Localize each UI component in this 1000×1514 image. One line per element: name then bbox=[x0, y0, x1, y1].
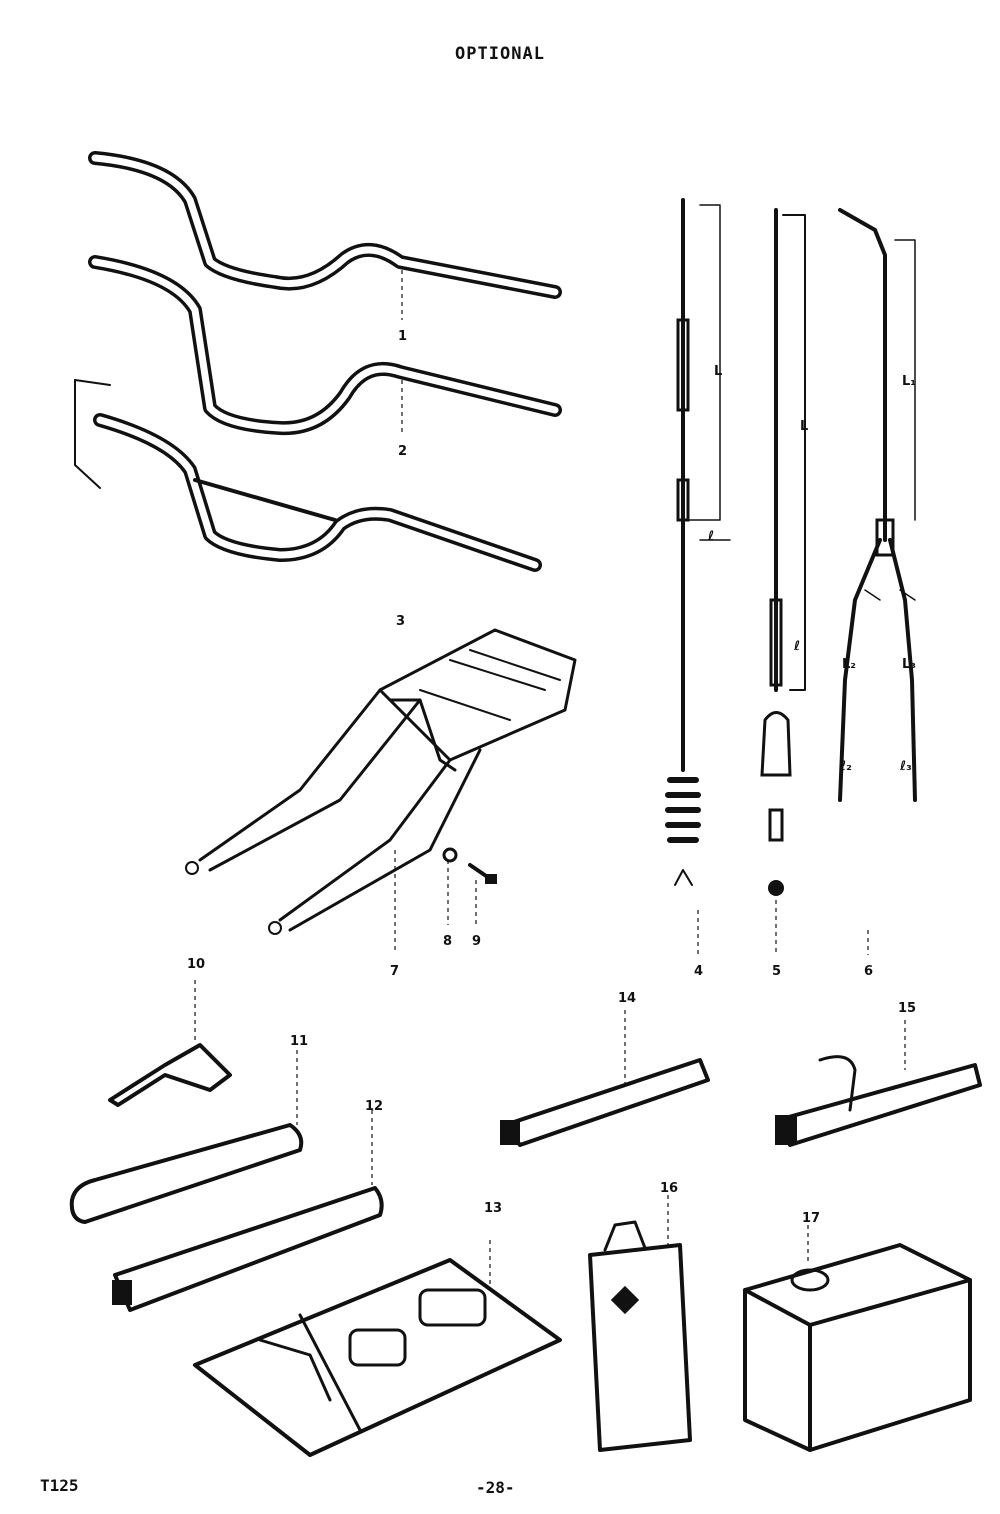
cable-4 bbox=[665, 198, 731, 886]
ref-17: 17 bbox=[802, 1211, 820, 1226]
luggage-carrier bbox=[185, 628, 577, 935]
ref-7: 7 bbox=[390, 964, 399, 979]
ref-2: 2 bbox=[398, 444, 407, 459]
cable-4-length-label: L bbox=[714, 364, 722, 379]
cable-5 bbox=[760, 208, 806, 896]
bolt bbox=[468, 863, 497, 884]
tool-kit bbox=[193, 1258, 562, 1457]
oil-can bbox=[588, 1220, 692, 1452]
t-wrench bbox=[108, 1043, 232, 1107]
tire-pump bbox=[112, 1186, 384, 1312]
cable-6-branch-b-label: L₃ bbox=[902, 657, 916, 672]
ref-11: 11 bbox=[290, 1034, 308, 1049]
ref-15: 15 bbox=[898, 1001, 916, 1016]
throttle-grip-15 bbox=[775, 1055, 982, 1147]
washer bbox=[442, 847, 458, 863]
ref-14: 14 bbox=[618, 991, 636, 1006]
ref-13: 13 bbox=[484, 1201, 502, 1216]
cable-6-branch-a-label: L₂ bbox=[842, 657, 856, 672]
ref-4: 4 bbox=[694, 964, 703, 979]
cable-5-end-label: ℓ bbox=[793, 639, 800, 654]
cable-4-end-label: ℓ bbox=[707, 529, 714, 544]
tool-bag bbox=[69, 1123, 304, 1224]
handlebar-3 bbox=[74, 379, 542, 572]
throttle-grip-14 bbox=[500, 1058, 710, 1147]
oil-tin bbox=[743, 1243, 972, 1452]
cable-6-end-a-label: ℓ₂ bbox=[839, 759, 852, 774]
page-title: OPTIONAL bbox=[455, 44, 545, 64]
ref-16: 16 bbox=[660, 1181, 678, 1196]
model-code: T125 bbox=[40, 1476, 79, 1495]
cable-6 bbox=[838, 208, 917, 802]
page-number: -28- bbox=[476, 1478, 515, 1497]
ref-1: 1 bbox=[398, 329, 407, 344]
ref-6: 6 bbox=[864, 964, 873, 979]
ref-5: 5 bbox=[772, 964, 781, 979]
ref-8: 8 bbox=[443, 934, 452, 949]
cable-6-length-label: L₁ bbox=[902, 374, 916, 389]
ref-9: 9 bbox=[472, 934, 481, 949]
ref-12: 12 bbox=[365, 1099, 383, 1114]
cable-5-length-label: L bbox=[800, 419, 808, 434]
cable-6-end-b-label: ℓ₃ bbox=[899, 759, 912, 774]
handlebar-2 bbox=[88, 255, 562, 436]
handlebar-1 bbox=[88, 151, 562, 299]
ref-3: 3 bbox=[396, 614, 405, 629]
ref-10: 10 bbox=[187, 957, 205, 972]
